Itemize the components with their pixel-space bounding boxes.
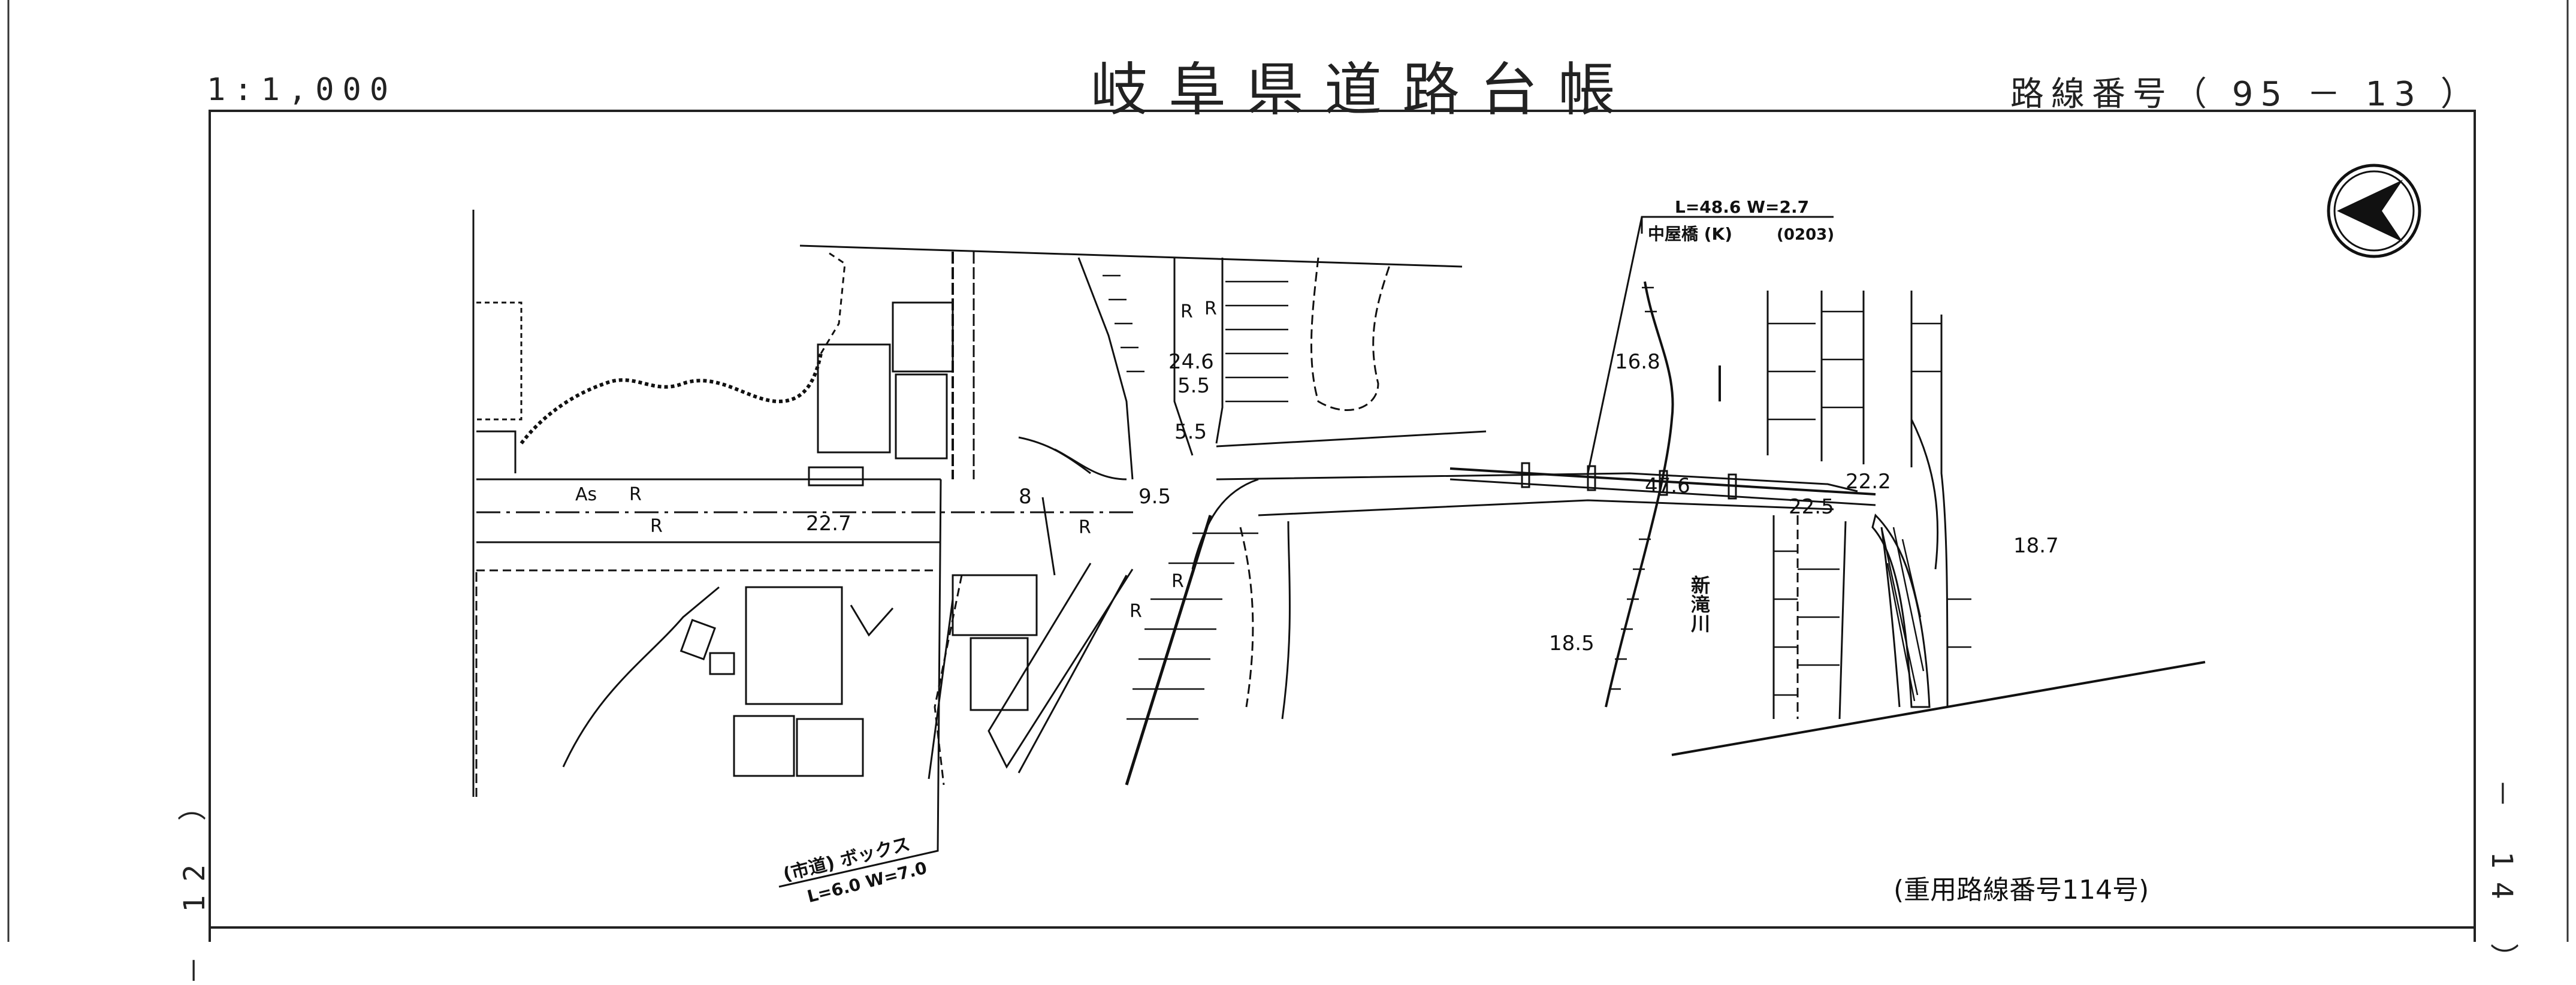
bridge-name: 中屋橋 (K) (1648, 224, 1732, 244)
elevation-label: 18.5 (1549, 632, 1594, 655)
label-as: As (575, 484, 597, 505)
road-map: As R R 22.7 24.6 5.5 5.5 8 9.5 R R R R R… (7, 0, 2569, 942)
width-label: 24.6 (1168, 350, 1214, 374)
label-r: R (629, 484, 642, 505)
width-label: 5.5 (1177, 374, 1210, 398)
map-frame (209, 110, 2476, 942)
road-network (472, 210, 2206, 888)
elevation-label: 16.8 (1615, 350, 1660, 374)
width-label: 9.5 (1138, 485, 1171, 509)
bridge-dims: L=48.6 W=2.7 (1675, 197, 1809, 217)
north-arrow-icon (2327, 164, 2421, 258)
label-r: R (1079, 517, 1091, 538)
label-r: R (1171, 571, 1184, 592)
width-label: 22.2 (1846, 470, 1891, 494)
river-name: 新滝川 (1688, 575, 1711, 633)
map-scale: 1:1,000 (207, 72, 397, 108)
label-r: R (650, 516, 663, 537)
page-title: 岐阜県道路台帳 (1091, 56, 1636, 123)
route-number: 路線番号（ 95 － 13 ） (2010, 75, 2481, 114)
label-r: R (1130, 601, 1142, 622)
label-r: R (1204, 298, 1217, 319)
width-label: 8 (1019, 485, 1032, 509)
width-label: 22.7 (806, 512, 851, 536)
label-r: R (1180, 301, 1193, 322)
elevation-label: 18.7 (2013, 534, 2059, 558)
width-label: 47.6 (1645, 474, 1690, 498)
width-label: 22.5 (1789, 495, 1834, 519)
bridge-code: (0203) (1777, 226, 1834, 244)
heavy-route-note: (重用路線番号114号) (1894, 875, 2149, 905)
width-label: 5.5 (1174, 420, 1207, 444)
